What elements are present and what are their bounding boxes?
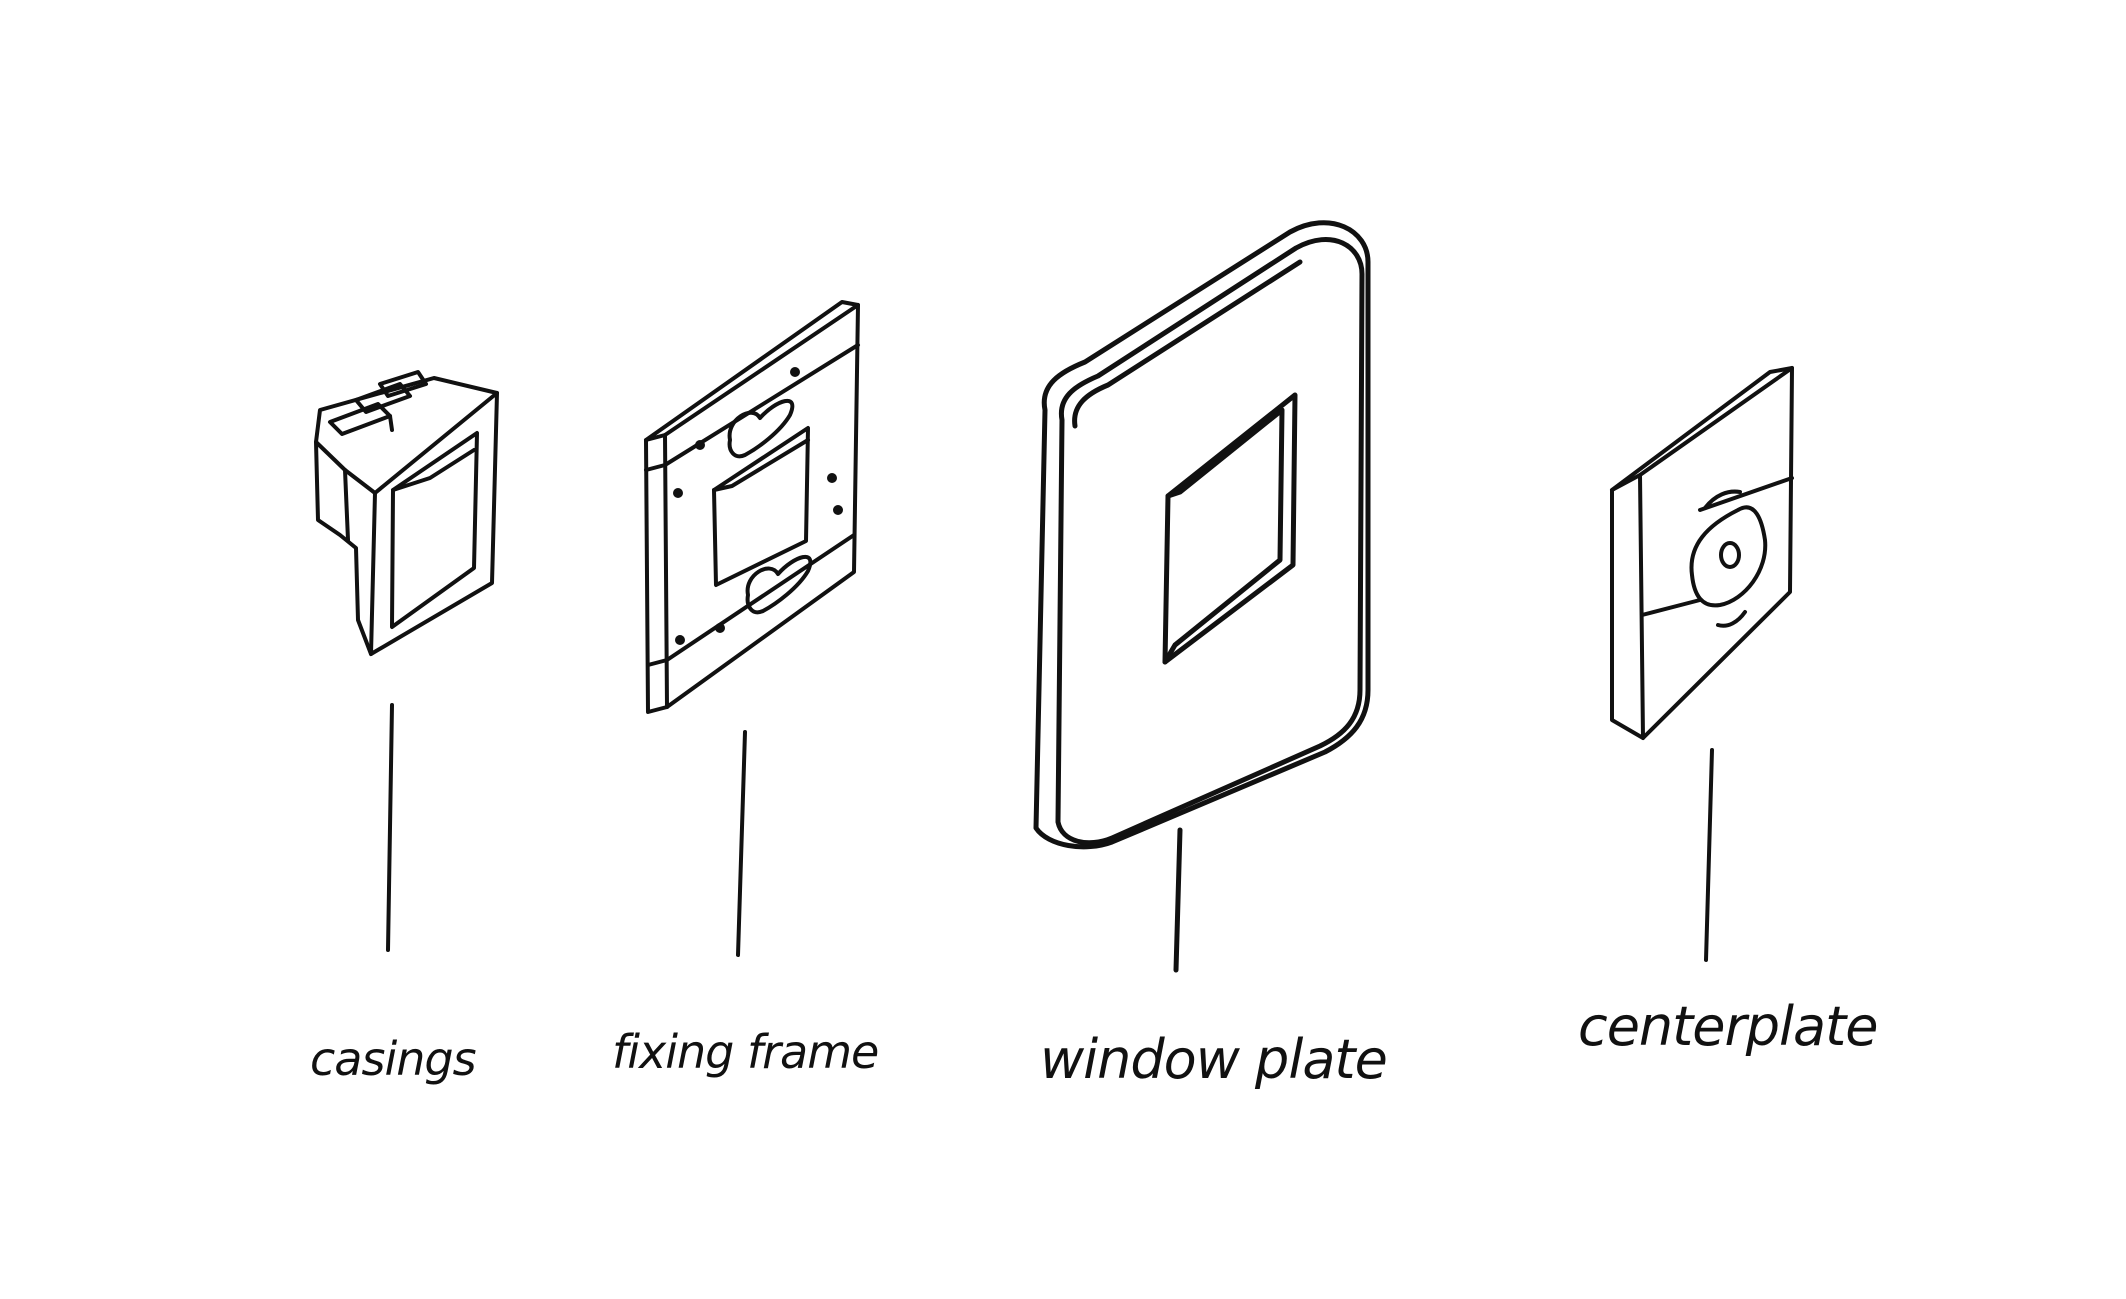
- centerplate-top-edge: [1610, 366, 1794, 492]
- label-centerplate: centerplate: [1578, 995, 1878, 1058]
- casings-leader-line: [386, 703, 394, 952]
- centerplate-leader-line: [1704, 748, 1714, 962]
- label-window-plate: window plate: [1040, 1028, 1387, 1091]
- fixing-frame-hole-7: [715, 623, 725, 633]
- window-plate-edge: [1072, 259, 1303, 429]
- casings-clip-edge: [388, 414, 394, 432]
- centerplate-drawing: [1610, 366, 1794, 962]
- centerplate-side: [1610, 473, 1645, 740]
- casings-front-rim: [369, 391, 499, 656]
- casings-body-edge: [343, 468, 350, 542]
- fixing-frame-side: [644, 433, 669, 714]
- casings-drawing: [314, 370, 499, 952]
- label-fixing-frame: fixing frame: [612, 1025, 878, 1079]
- fixing-frame-slot-bottom: [745, 554, 813, 615]
- window-plate-front-layer: [1055, 237, 1365, 846]
- window-plate-opening-depth: [1162, 407, 1285, 665]
- fixing-frame-window-depth: [712, 438, 810, 492]
- centerplate-divider-top: [1698, 476, 1794, 512]
- fixing-frame-hole-4: [827, 473, 837, 483]
- window-plate-drawing: [1033, 220, 1371, 973]
- fixing-frame-face: [663, 303, 860, 709]
- fixing-frame-band-top: [644, 343, 860, 472]
- fixing-frame-hole-5: [675, 635, 685, 645]
- window-plate-opening: [1162, 392, 1298, 665]
- centerplate-face: [1638, 366, 1794, 740]
- window-plate-back-layer: [1033, 220, 1371, 850]
- window-plate-leader-line: [1173, 827, 1183, 973]
- fixing-frame-leader-line: [736, 730, 747, 957]
- fixing-frame-hole-2: [790, 367, 800, 377]
- centerplate-divider-bottom: [1640, 598, 1702, 617]
- centerplate-arc-bottom: [1716, 610, 1747, 628]
- casings-clip-3: [378, 370, 428, 398]
- casings-body-top: [314, 376, 499, 495]
- fixing-frame-window: [712, 426, 810, 587]
- fixing-frame-drawing: [644, 300, 860, 957]
- centerplate-knob: [1689, 505, 1768, 608]
- centerplate-arc-top: [1703, 489, 1742, 510]
- fixing-frame-band-bottom: [646, 533, 856, 667]
- label-casings: casings: [310, 1032, 476, 1086]
- fixing-frame-hole-6: [833, 505, 843, 515]
- fixing-frame-hole-3: [673, 488, 683, 498]
- fixing-frame-hole-1: [695, 440, 705, 450]
- fixing-frame-top-edge: [644, 300, 860, 442]
- casings-opening-depth: [391, 448, 476, 492]
- casings-opening: [390, 431, 479, 629]
- fixing-frame-slot-top: [727, 398, 795, 459]
- centerplate-knob-center: [1719, 541, 1741, 569]
